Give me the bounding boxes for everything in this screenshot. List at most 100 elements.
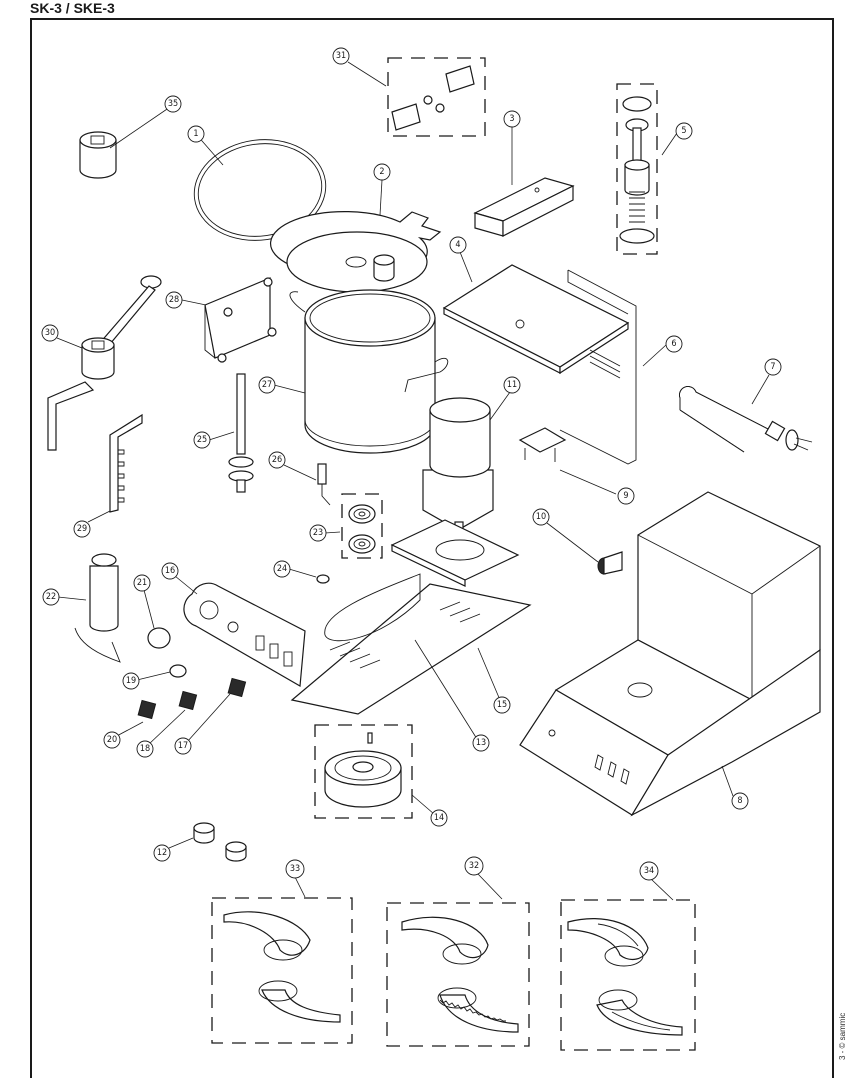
callout-11: 11 <box>503 376 521 394</box>
callout-2: 2 <box>373 163 391 181</box>
part-11-motor <box>422 397 494 537</box>
callout-18: 18 <box>136 740 154 758</box>
svg-text:23: 23 <box>313 528 323 538</box>
leader-5 <box>661 132 678 156</box>
svg-text:5: 5 <box>681 126 686 136</box>
svg-text:10: 10 <box>536 512 546 522</box>
part-29-toothed-rack <box>109 413 143 513</box>
svg-text:22: 22 <box>46 592 56 602</box>
svg-text:2: 2 <box>379 167 384 177</box>
svg-text:24: 24 <box>277 564 287 574</box>
svg-text:14: 14 <box>434 813 444 823</box>
leader-34 <box>650 878 674 901</box>
part-6-bracket <box>559 269 637 465</box>
callout-25: 25 <box>193 431 211 449</box>
part-2-lid <box>269 211 442 293</box>
leader-4 <box>459 251 473 283</box>
part-3-block <box>473 177 575 237</box>
callout-15: 15 <box>493 696 511 714</box>
leader-33 <box>294 876 306 898</box>
svg-text:31: 31 <box>336 51 346 61</box>
leader-11 <box>489 391 511 421</box>
part-10-cable-gland <box>597 551 623 575</box>
callout-28: 28 <box>165 291 183 309</box>
part-21-knob-cap <box>147 627 171 649</box>
part-22-tool-holder <box>74 553 121 663</box>
part-18-switch <box>178 690 198 711</box>
part-8-base-housing <box>519 491 821 817</box>
leader-22 <box>57 596 87 601</box>
part-32-serrated-blade-set <box>386 902 530 1047</box>
svg-text:4: 4 <box>455 240 460 250</box>
svg-text:25: 25 <box>197 435 207 445</box>
callout-1: 1 <box>187 125 205 143</box>
leader-27 <box>273 384 306 394</box>
callout-29: 29 <box>73 520 91 538</box>
part-30-lever-arm <box>47 275 162 451</box>
part-28-circuit-board <box>204 277 277 363</box>
leader-14 <box>411 794 435 815</box>
part-24-foot <box>316 574 330 584</box>
part-27-bowl <box>289 289 449 454</box>
part-4-platform <box>442 264 630 375</box>
callout-32: 32 <box>464 856 484 876</box>
leader-21 <box>143 589 155 629</box>
callouts: 1 2 3 4 5 6 7 8 9 10 11 12 13 14 15 16 1… <box>41 47 782 881</box>
leader-35 <box>109 104 174 149</box>
leader-6 <box>642 344 667 367</box>
callout-16: 16 <box>161 562 179 580</box>
leader-30 <box>56 337 83 349</box>
leader-7 <box>751 374 770 405</box>
svg-text:33: 33 <box>290 864 300 874</box>
part-20-switch <box>137 699 157 720</box>
part-11-motor-plate <box>390 519 520 587</box>
callout-10: 10 <box>532 508 550 526</box>
svg-text:18: 18 <box>140 744 150 754</box>
callout-23: 23 <box>309 524 327 542</box>
svg-text:16: 16 <box>165 566 175 576</box>
leader-13 <box>414 639 478 740</box>
leader-19 <box>136 671 171 681</box>
part-9-switch-bracket <box>518 427 567 462</box>
leader-25 <box>208 431 235 441</box>
part-19-potentiometer <box>169 664 187 678</box>
svg-text:6: 6 <box>671 339 676 349</box>
callout-5: 5 <box>675 122 693 140</box>
callout-4: 4 <box>449 236 467 254</box>
svg-text:11: 11 <box>507 380 517 390</box>
svg-text:34: 34 <box>644 866 654 876</box>
part-5-leveling-foot <box>616 83 658 255</box>
callout-22: 22 <box>42 588 60 606</box>
callout-17: 17 <box>174 737 192 755</box>
part-17-switch <box>227 677 247 698</box>
part-7-power-cord <box>679 386 813 453</box>
callout-7: 7 <box>764 358 782 376</box>
svg-text:28: 28 <box>169 295 179 305</box>
callout-14: 14 <box>430 809 448 827</box>
callout-20: 20 <box>103 731 121 749</box>
part-33-smooth-blade-set <box>211 897 353 1044</box>
leader-15 <box>477 647 501 701</box>
svg-text:9: 9 <box>623 491 628 501</box>
callout-27: 27 <box>258 376 276 394</box>
leader-10 <box>546 522 599 563</box>
svg-text:3: 3 <box>509 114 514 124</box>
part-13-belt <box>324 573 421 642</box>
svg-text:7: 7 <box>770 362 775 372</box>
part-15-base-plate <box>290 583 532 715</box>
svg-text:27: 27 <box>262 380 272 390</box>
svg-text:8: 8 <box>737 796 742 806</box>
svg-text:17: 17 <box>178 741 188 751</box>
callout-35: 35 <box>164 95 182 113</box>
callout-6: 6 <box>665 335 683 353</box>
svg-text:29: 29 <box>77 524 87 534</box>
part-1-gasket-ring <box>193 139 327 241</box>
part-26-sensor <box>317 463 331 506</box>
callout-3: 3 <box>503 110 521 128</box>
leader-2 <box>379 179 383 216</box>
svg-text:20: 20 <box>107 735 117 745</box>
leader-23 <box>324 531 341 534</box>
part-23-bearings <box>341 493 383 559</box>
leader-18 <box>147 709 186 746</box>
